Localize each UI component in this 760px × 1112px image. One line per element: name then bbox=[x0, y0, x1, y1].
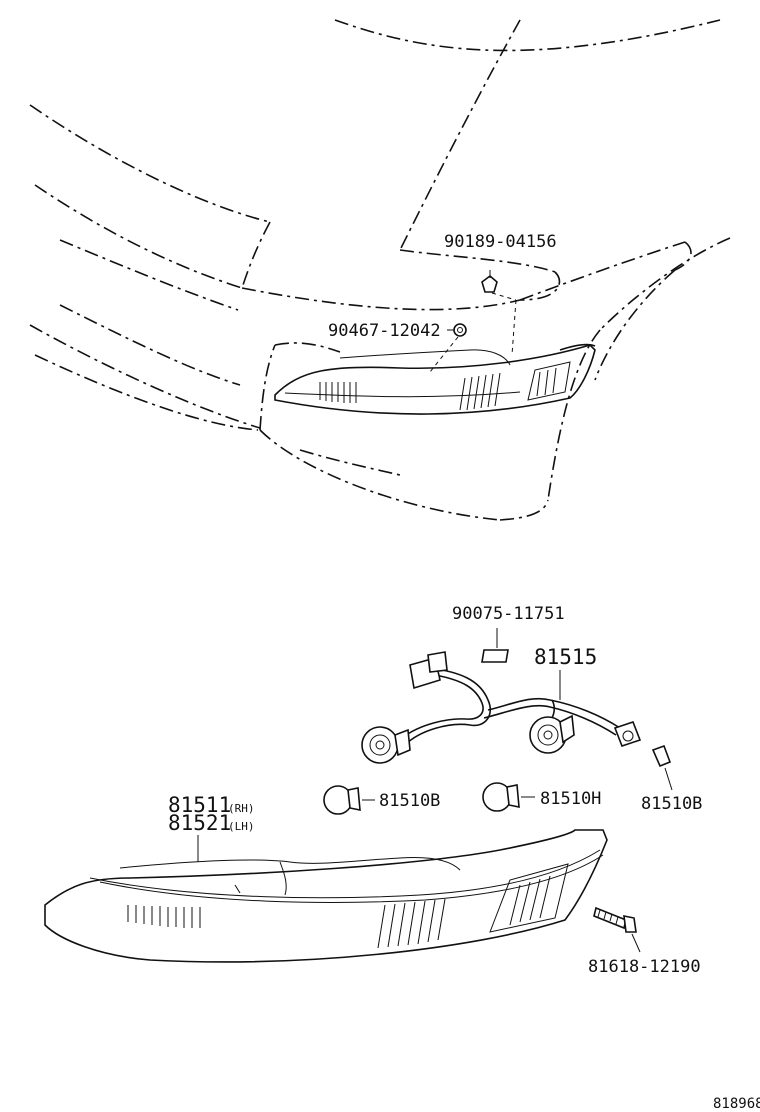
diagram-reference-number: 818968 bbox=[713, 1096, 760, 1112]
part-label-81510B-right: 81510B bbox=[641, 794, 702, 814]
part-label-81510B-left: 81510B bbox=[379, 791, 440, 811]
nut-90467-icon bbox=[453, 323, 467, 337]
bulb-81510H-icon bbox=[482, 782, 520, 812]
installed-lamp-illustration bbox=[274, 343, 596, 415]
part-label-81510H: 81510H bbox=[540, 789, 601, 809]
part-label-81521: 81521 bbox=[168, 811, 231, 835]
part-label-81511: 81511 bbox=[168, 793, 231, 817]
bulb-81510B-right-icon bbox=[651, 744, 672, 768]
part-label-90467-12042: 90467-12042 bbox=[328, 321, 441, 341]
part-label-81521-side: (LH) bbox=[228, 820, 255, 833]
label-90075-icon bbox=[481, 649, 509, 663]
socket-wire-assembly-icon bbox=[361, 651, 642, 764]
part-label-81618-12190: 81618-12190 bbox=[588, 957, 701, 977]
vehicle-body-outline bbox=[29, 19, 731, 521]
part-label-90189-04156: 90189-04156 bbox=[444, 232, 557, 252]
part-label-90075-11751: 90075-11751 bbox=[452, 604, 565, 624]
part-label-81515: 81515 bbox=[534, 645, 597, 669]
clip-90189-icon bbox=[481, 274, 498, 293]
lamp-lens-assembly-icon bbox=[44, 829, 608, 963]
bulb-81510B-left-icon bbox=[323, 785, 361, 815]
part-label-81511-side: (RH) bbox=[228, 802, 255, 815]
screw-81618-icon bbox=[593, 906, 637, 933]
